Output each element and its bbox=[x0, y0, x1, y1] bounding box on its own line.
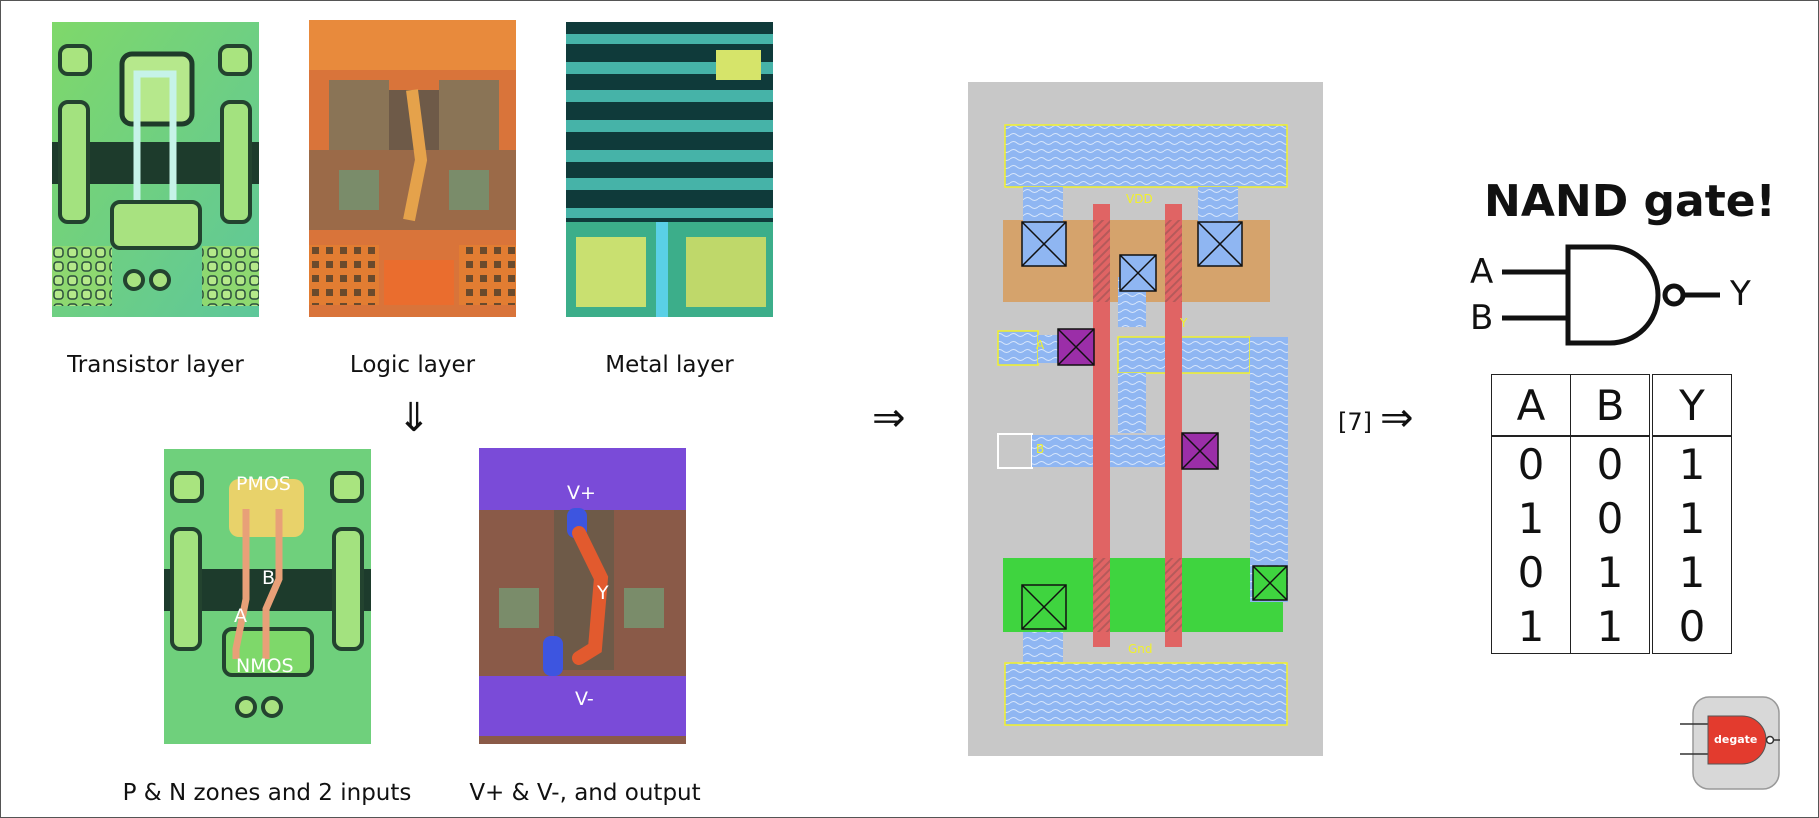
table-row: 0 0 1 bbox=[1491, 436, 1732, 491]
cell: 1 bbox=[1649, 491, 1732, 545]
vplus-label: V+ bbox=[567, 482, 596, 504]
table-row: 1 0 1 bbox=[1491, 491, 1732, 545]
pn-zones-image: PMOS B A NMOS bbox=[164, 449, 371, 744]
cell: 0 bbox=[1649, 599, 1732, 654]
header-y: Y bbox=[1649, 374, 1732, 437]
table-row: 0 1 1 bbox=[1491, 545, 1732, 599]
table-row: 1 1 0 bbox=[1491, 599, 1732, 654]
gate-title: NAND gate! bbox=[1484, 176, 1776, 227]
caption-pn-zones: P & N zones and 2 inputs bbox=[122, 780, 412, 806]
nand-gate-symbol-icon bbox=[1440, 240, 1770, 350]
power-output-image: V+ Y V- bbox=[479, 448, 686, 744]
truth-table-header-row: A B Y bbox=[1491, 374, 1732, 437]
pmos-label: PMOS bbox=[236, 473, 291, 495]
vdd-label: VDD bbox=[1126, 192, 1153, 206]
cell: 1 bbox=[1491, 599, 1571, 654]
gate-input-b-label: B bbox=[1470, 298, 1494, 338]
metal-layer-image bbox=[566, 22, 773, 317]
cell: 0 bbox=[1491, 436, 1571, 491]
output-y-label: Y bbox=[597, 582, 609, 604]
header-a: A bbox=[1491, 374, 1571, 437]
degate-logo: degate bbox=[1680, 696, 1780, 792]
logic-layer-image bbox=[309, 20, 516, 317]
cell: 0 bbox=[1570, 491, 1652, 545]
down-double-arrow-icon: ⇓ bbox=[397, 395, 431, 441]
right-double-arrow-icon: ⇒ bbox=[872, 395, 906, 441]
citation: [7] bbox=[1338, 408, 1372, 436]
nmos-label: NMOS bbox=[236, 655, 294, 677]
header-b: B bbox=[1570, 374, 1652, 437]
caption-metal-layer: Metal layer bbox=[605, 352, 734, 378]
cell: 0 bbox=[1491, 545, 1571, 599]
caption-logic-layer: Logic layer bbox=[349, 352, 476, 378]
layout-y-label: Y bbox=[1180, 316, 1188, 330]
gate-input-a-label: A bbox=[1470, 252, 1494, 292]
input-a-label: A bbox=[234, 605, 247, 627]
cell: 1 bbox=[1649, 545, 1732, 599]
cell: 1 bbox=[1649, 436, 1732, 491]
layout-a-label: A bbox=[1036, 338, 1045, 352]
vminus-label: V- bbox=[575, 688, 594, 710]
cell: 1 bbox=[1570, 545, 1652, 599]
truth-table: A B Y 0 0 1 1 0 1 0 1 1 1 1 0 bbox=[1491, 374, 1732, 654]
cell-layout-diagram: VDD Gnd A B Y bbox=[968, 82, 1323, 756]
layout-b-label: B bbox=[1036, 442, 1045, 456]
cell: 1 bbox=[1491, 491, 1571, 545]
logo-text: degate bbox=[1714, 733, 1758, 746]
cell: 1 bbox=[1570, 599, 1652, 654]
caption-power-output: V+ & V-, and output bbox=[469, 780, 701, 806]
input-b-label: B bbox=[262, 567, 276, 589]
gate-output-label: Y bbox=[1730, 274, 1751, 314]
caption-transistor-layer: Transistor layer bbox=[67, 352, 244, 378]
right-double-arrow-icon: ⇒ bbox=[1380, 395, 1414, 441]
transistor-layer-image bbox=[52, 22, 259, 317]
gnd-label: Gnd bbox=[1128, 642, 1153, 656]
cell: 0 bbox=[1570, 436, 1652, 491]
